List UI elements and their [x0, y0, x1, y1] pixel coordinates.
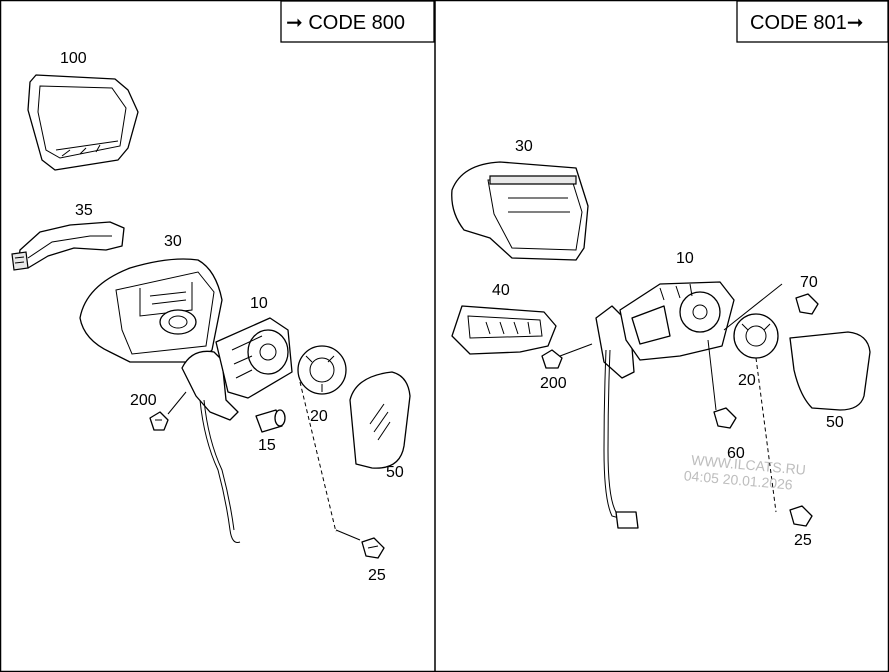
part-200-screw-right[interactable] [541, 343, 593, 369]
label-50-right: 50 [826, 414, 844, 431]
part-50-glass-right[interactable] [789, 331, 871, 411]
label-10-right: 10 [676, 250, 694, 267]
code-800-label: ➞ CODE 800 [286, 12, 405, 34]
part-20-plate[interactable] [297, 345, 347, 533]
part-20-plate-right[interactable] [733, 313, 779, 513]
label-10-left: 10 [250, 295, 268, 312]
part-50-glass[interactable] [349, 371, 411, 469]
part-25-screw-right[interactable] [789, 505, 813, 527]
label-20-left: 20 [310, 408, 328, 425]
part-25-screw[interactable] [335, 529, 385, 559]
part-100-cover[interactable] [27, 74, 139, 171]
part-15-bulb[interactable] [255, 409, 286, 433]
label-200-right: 200 [540, 375, 567, 392]
part-60-screw[interactable] [707, 339, 737, 429]
label-60: 60 [727, 445, 745, 462]
label-15: 15 [258, 437, 276, 454]
label-200-left: 200 [130, 392, 157, 409]
label-100: 100 [60, 50, 87, 67]
part-30-housing-right[interactable] [451, 161, 589, 261]
label-25-left: 25 [368, 567, 386, 584]
label-70: 70 [800, 274, 818, 291]
label-20-right: 20 [738, 372, 756, 389]
part-30-housing[interactable] [79, 258, 223, 363]
label-35: 35 [75, 202, 93, 219]
label-50-left: 50 [386, 464, 404, 481]
label-25-right: 25 [794, 532, 812, 549]
label-30-left: 30 [164, 233, 182, 250]
label-30-right: 30 [515, 138, 533, 155]
part-35-turn-signal[interactable] [11, 221, 125, 271]
part-10-actuator-right[interactable] [595, 281, 735, 529]
part-10-actuator[interactable] [181, 317, 293, 543]
part-40-turn-signal[interactable] [451, 305, 557, 355]
label-40: 40 [492, 282, 510, 299]
code-box-left[interactable]: ➞ CODE 800 [280, 0, 435, 43]
part-200-screw[interactable] [149, 391, 187, 431]
code-801-label: CODE 801➞ [750, 12, 863, 34]
watermark: WWW.ILCATS.RU 04:05 20.01.2026 [683, 452, 806, 493]
part-70-screw[interactable] [723, 283, 819, 331]
code-box-right[interactable]: CODE 801➞ [736, 0, 889, 43]
